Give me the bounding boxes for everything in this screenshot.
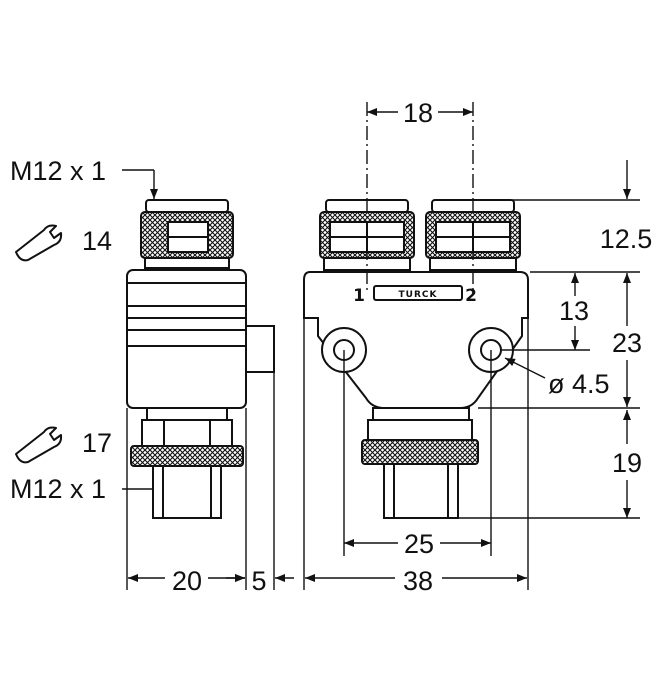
dimension-lines xyxy=(122,108,640,590)
wrench-size-top: 14 xyxy=(82,226,112,256)
wrench-icon xyxy=(15,224,63,262)
brand-plate xyxy=(373,285,463,301)
front-bottom-connector xyxy=(361,407,479,519)
thread-label-bottom: M12 x 1 xyxy=(10,474,106,504)
pin-label-2: 2 xyxy=(465,286,477,306)
dim-head: 12.5 xyxy=(600,224,653,254)
dim-front-width: 38 xyxy=(403,566,433,596)
dim-hole-diameter: ø 4.5 xyxy=(548,369,610,399)
dim-bottom: 19 xyxy=(612,448,642,478)
wrench-icon xyxy=(15,426,63,464)
front-view: 1 2 TURCK xyxy=(303,199,529,519)
side-bottom-connector xyxy=(130,407,244,519)
side-top-connector xyxy=(140,199,234,269)
dim-left-width: 20 xyxy=(172,566,202,596)
dim-pitch: 18 xyxy=(403,98,433,128)
side-view xyxy=(126,199,275,519)
dim-left-offset: 5 xyxy=(251,566,266,596)
dimension-labels: M12 x 1 14 17 M12 x 1 20 5 18 12.5 13 23… xyxy=(10,98,652,596)
pin-label-1: 1 xyxy=(353,286,365,306)
wrench-size-bottom: 17 xyxy=(82,428,112,458)
dim-body: 23 xyxy=(612,328,642,358)
thread-label-top: M12 x 1 xyxy=(10,156,106,186)
centerlines xyxy=(366,102,474,292)
dim-hole-spacing: 25 xyxy=(404,529,434,559)
dim-hole-offset: 13 xyxy=(559,296,589,326)
brand-label: TURCK xyxy=(399,290,438,300)
side-body xyxy=(126,269,275,409)
